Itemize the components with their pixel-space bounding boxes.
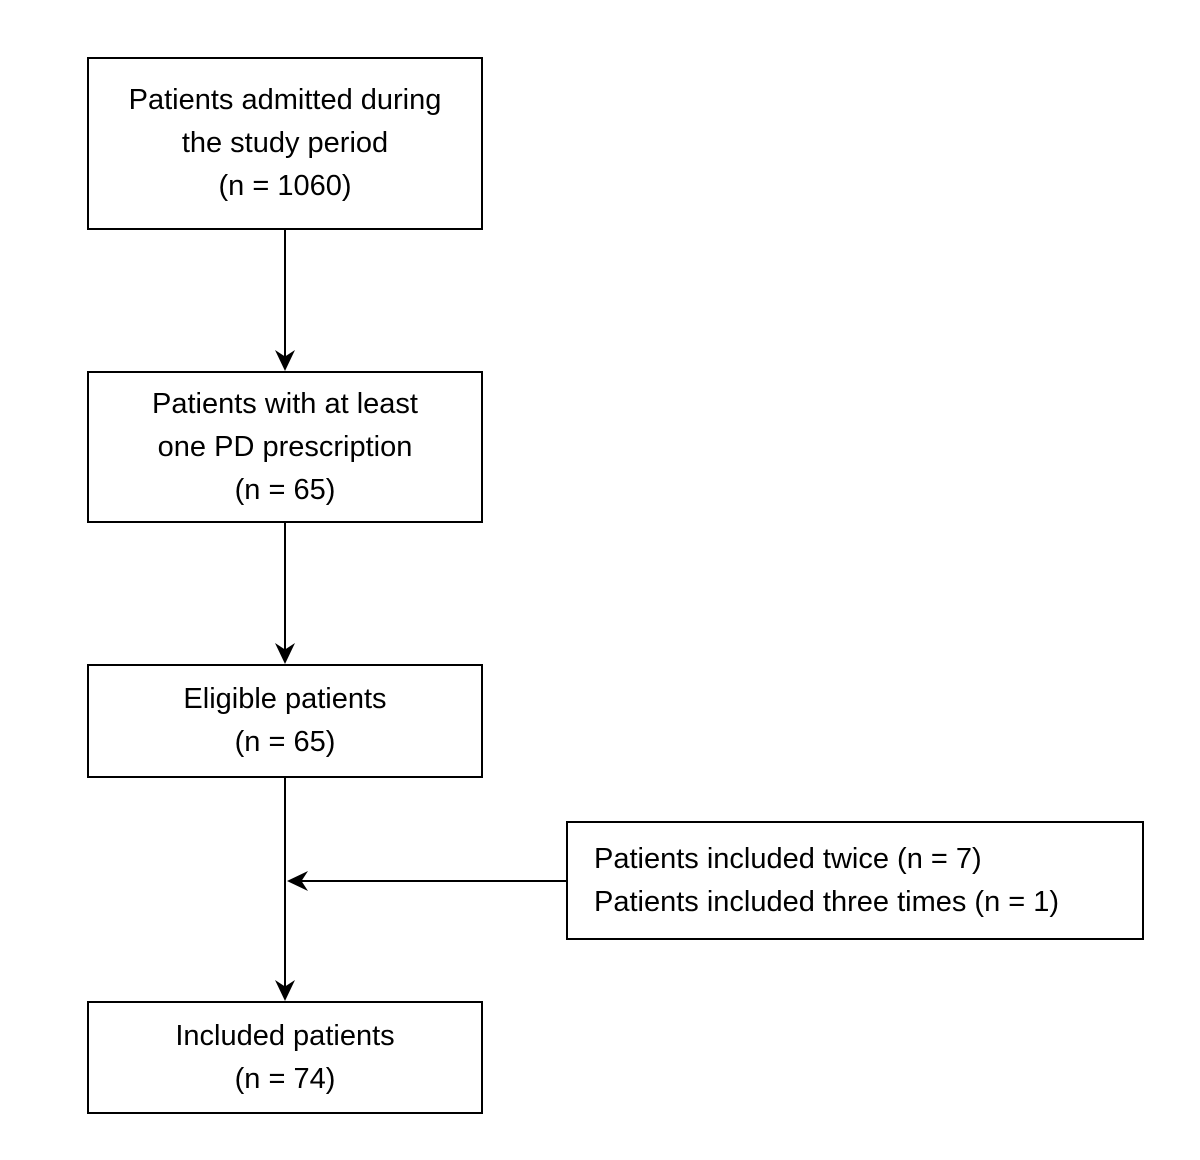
- exclusion-text-line: Patients included three times (n = 1): [594, 885, 1060, 918]
- flow-box-exclusions: Patients included twice (n = 7) Patients…: [566, 821, 1144, 940]
- flow-box-eligible: Eligible patients (n = 65): [87, 664, 483, 778]
- arrow-prescription-to-eligible: [275, 523, 295, 664]
- flow-box-text-line: one PD prescription: [157, 430, 413, 463]
- flow-box-text-line: Patients with at least: [152, 387, 418, 420]
- arrow-eligible-to-included: [275, 778, 295, 1001]
- arrow-admitted-to-prescription: [275, 230, 295, 371]
- arrow-exclusion-to-connector: [287, 871, 566, 891]
- flow-box-text-line: Patients admitted during: [128, 84, 442, 116]
- flow-box-text-line: Included patients: [175, 1019, 395, 1052]
- flow-box-count: (n = 65): [234, 726, 336, 758]
- flow-box-text-line: the study period: [181, 127, 389, 159]
- flow-box-count: (n = 74): [234, 1062, 336, 1095]
- flow-box-count: (n = 1060): [218, 170, 352, 202]
- exclusion-text-line: Patients included twice (n = 7): [594, 842, 982, 875]
- flow-box-count: (n = 65): [234, 473, 336, 506]
- flow-box-admitted: Patients admitted during the study perio…: [87, 57, 483, 230]
- flow-box-included: Included patients (n = 74): [87, 1001, 483, 1114]
- flow-box-text-line: Eligible patients: [183, 683, 387, 715]
- flow-box-pd-prescription: Patients with at least one PD prescripti…: [87, 371, 483, 523]
